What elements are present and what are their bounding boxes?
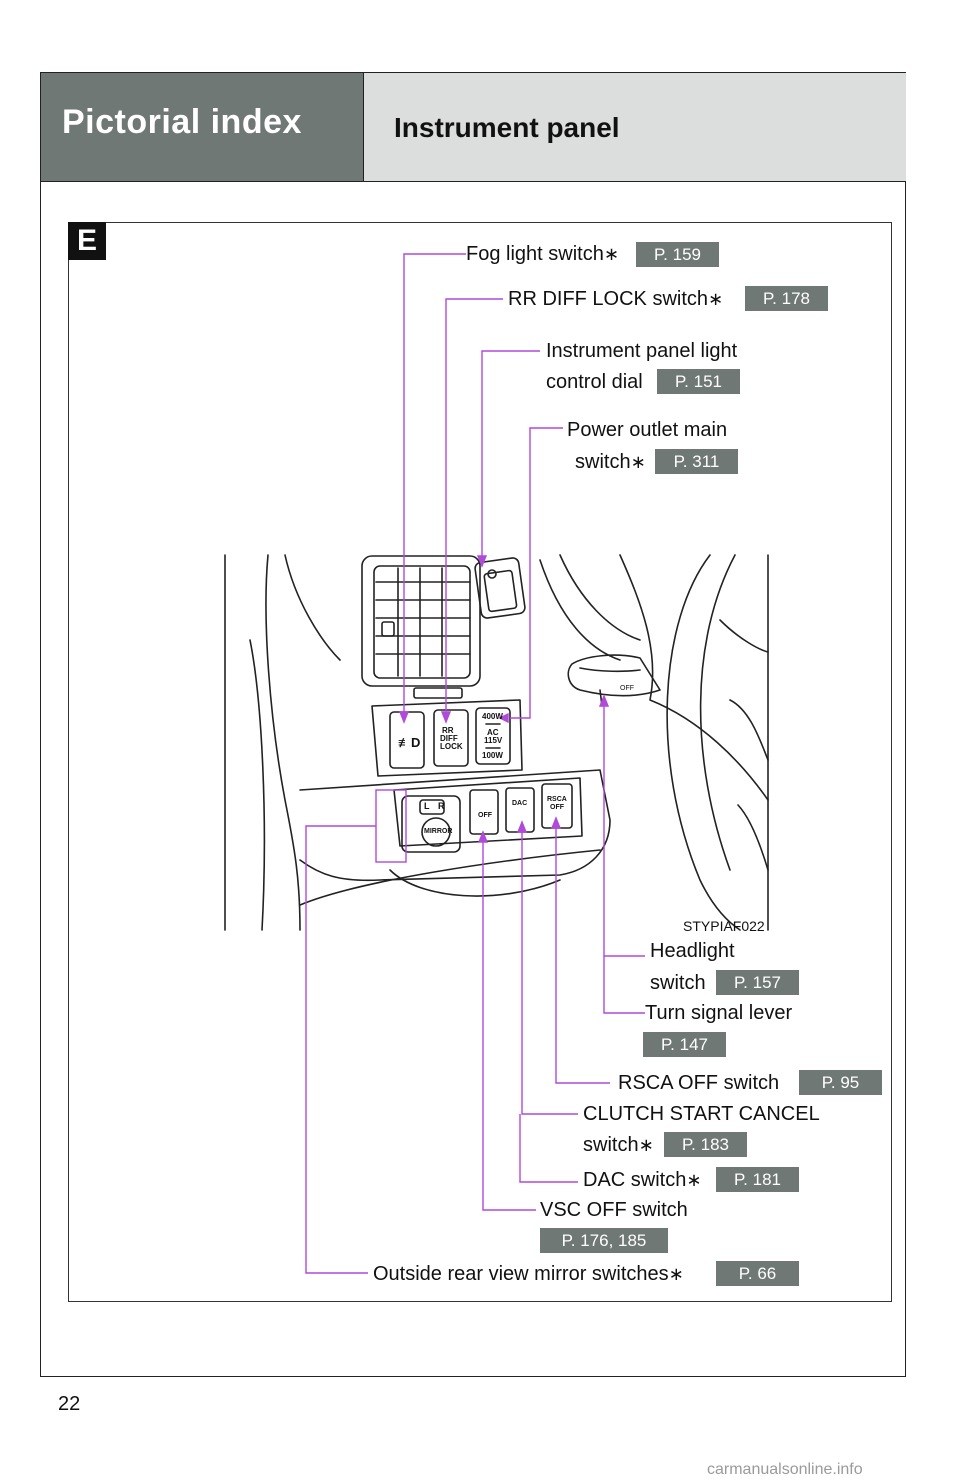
power-switch-marking-3: 115V (484, 736, 503, 745)
mirror-switches-label-text: Outside rear view mirror switches (373, 1263, 669, 1285)
headlight-label-line2: switch (650, 972, 706, 994)
turn-signal-label: Turn signal lever (645, 1002, 793, 1024)
rsca-switch-marking-2: OFF (550, 804, 564, 811)
rr-diff-lock-label: RR DIFF LOCK switch∗ (508, 288, 723, 311)
power-outlet-label-line2: switch∗ (575, 451, 646, 474)
lever-off-marking: OFF (620, 685, 634, 692)
star-icon: ∗ (638, 1135, 654, 1155)
rsca-off-page-ref[interactable]: P. 95 (799, 1070, 882, 1095)
clutch-page-ref[interactable]: P. 183 (664, 1132, 747, 1157)
section-badge: E (68, 222, 106, 260)
rr-switch-marking-1: RR (442, 726, 454, 735)
section-title: Pictorial index (62, 103, 302, 141)
dac-label-text: DAC switch (583, 1169, 687, 1191)
power-switch-marking-1: 400W (482, 712, 503, 721)
dimmer-page-ref[interactable]: P. 151 (657, 369, 740, 394)
star-icon: ∗ (630, 452, 646, 472)
fog-light-page-ref[interactable]: P. 159 (636, 242, 719, 267)
vsc-switch-marking: OFF (478, 812, 492, 819)
mirror-switches-label: Outside rear view mirror switches∗ (373, 1263, 684, 1286)
dimmer-label-line1: Instrument panel light (546, 340, 738, 362)
power-outlet-label-line1: Power outlet main (567, 419, 728, 441)
star-icon: ∗ (603, 244, 619, 264)
dac-page-ref[interactable]: P. 181 (716, 1167, 799, 1192)
star-icon: ∗ (668, 1264, 684, 1284)
rr-switch-marking-2: DIFF (440, 734, 458, 743)
power-switch-marking-4: 100W (482, 751, 503, 760)
rsca-switch-marking-1: RSCA (547, 796, 567, 803)
power-switch-marking-2: AC (487, 728, 499, 737)
fog-light-label-text: Fog light switch (466, 243, 604, 265)
headlight-label-line1: Headlight (650, 940, 735, 962)
clutch-label-line2: switch∗ (583, 1134, 654, 1157)
headlight-page-ref[interactable]: P. 157 (716, 970, 799, 995)
mirror-marking: MIRROR (424, 828, 453, 835)
vsc-off-label: VSC OFF switch (540, 1199, 688, 1221)
clutch-label-line2-text: switch (583, 1134, 639, 1156)
rr-diff-lock-page-ref[interactable]: P. 178 (745, 286, 828, 311)
mirror-r-marking: R (438, 801, 445, 811)
star-icon: ∗ (708, 289, 724, 309)
power-outlet-page-ref[interactable]: P. 311 (655, 449, 738, 474)
header-divider (41, 181, 905, 182)
turn-signal-page-ref[interactable]: P. 147 (643, 1032, 726, 1057)
rsca-off-label: RSCA OFF switch (618, 1072, 780, 1094)
page-frame (40, 72, 906, 1377)
mirror-l-marking: L (424, 801, 430, 811)
dac-switch-marking: DAC (512, 800, 528, 807)
mirror-switches-page-ref[interactable]: P. 66 (716, 1261, 799, 1286)
rr-switch-marking-3: LOCK (440, 742, 463, 751)
figure-code: STYPIAF022 (683, 918, 765, 934)
watermark: carmanualsonline.info (707, 1461, 863, 1478)
figure-box (68, 222, 892, 1302)
star-icon: ∗ (686, 1170, 702, 1190)
fog-switch-marking: ≢D (398, 735, 421, 750)
dimmer-label-line2: control dial (546, 371, 643, 393)
power-outlet-label-line2-text: switch (575, 451, 631, 473)
header-section-block (41, 73, 363, 181)
clutch-label-line1: CLUTCH START CANCEL (583, 1103, 820, 1125)
dac-label: DAC switch∗ (583, 1169, 701, 1192)
vsc-off-page-ref[interactable]: P. 176, 185 (540, 1228, 668, 1253)
page-title: Instrument panel (394, 112, 620, 143)
page-number: 22 (58, 1393, 81, 1415)
fog-light-label: Fog light switch∗ (466, 243, 619, 266)
rr-diff-lock-label-text: RR DIFF LOCK switch (508, 288, 709, 310)
header-title-block (363, 73, 906, 181)
